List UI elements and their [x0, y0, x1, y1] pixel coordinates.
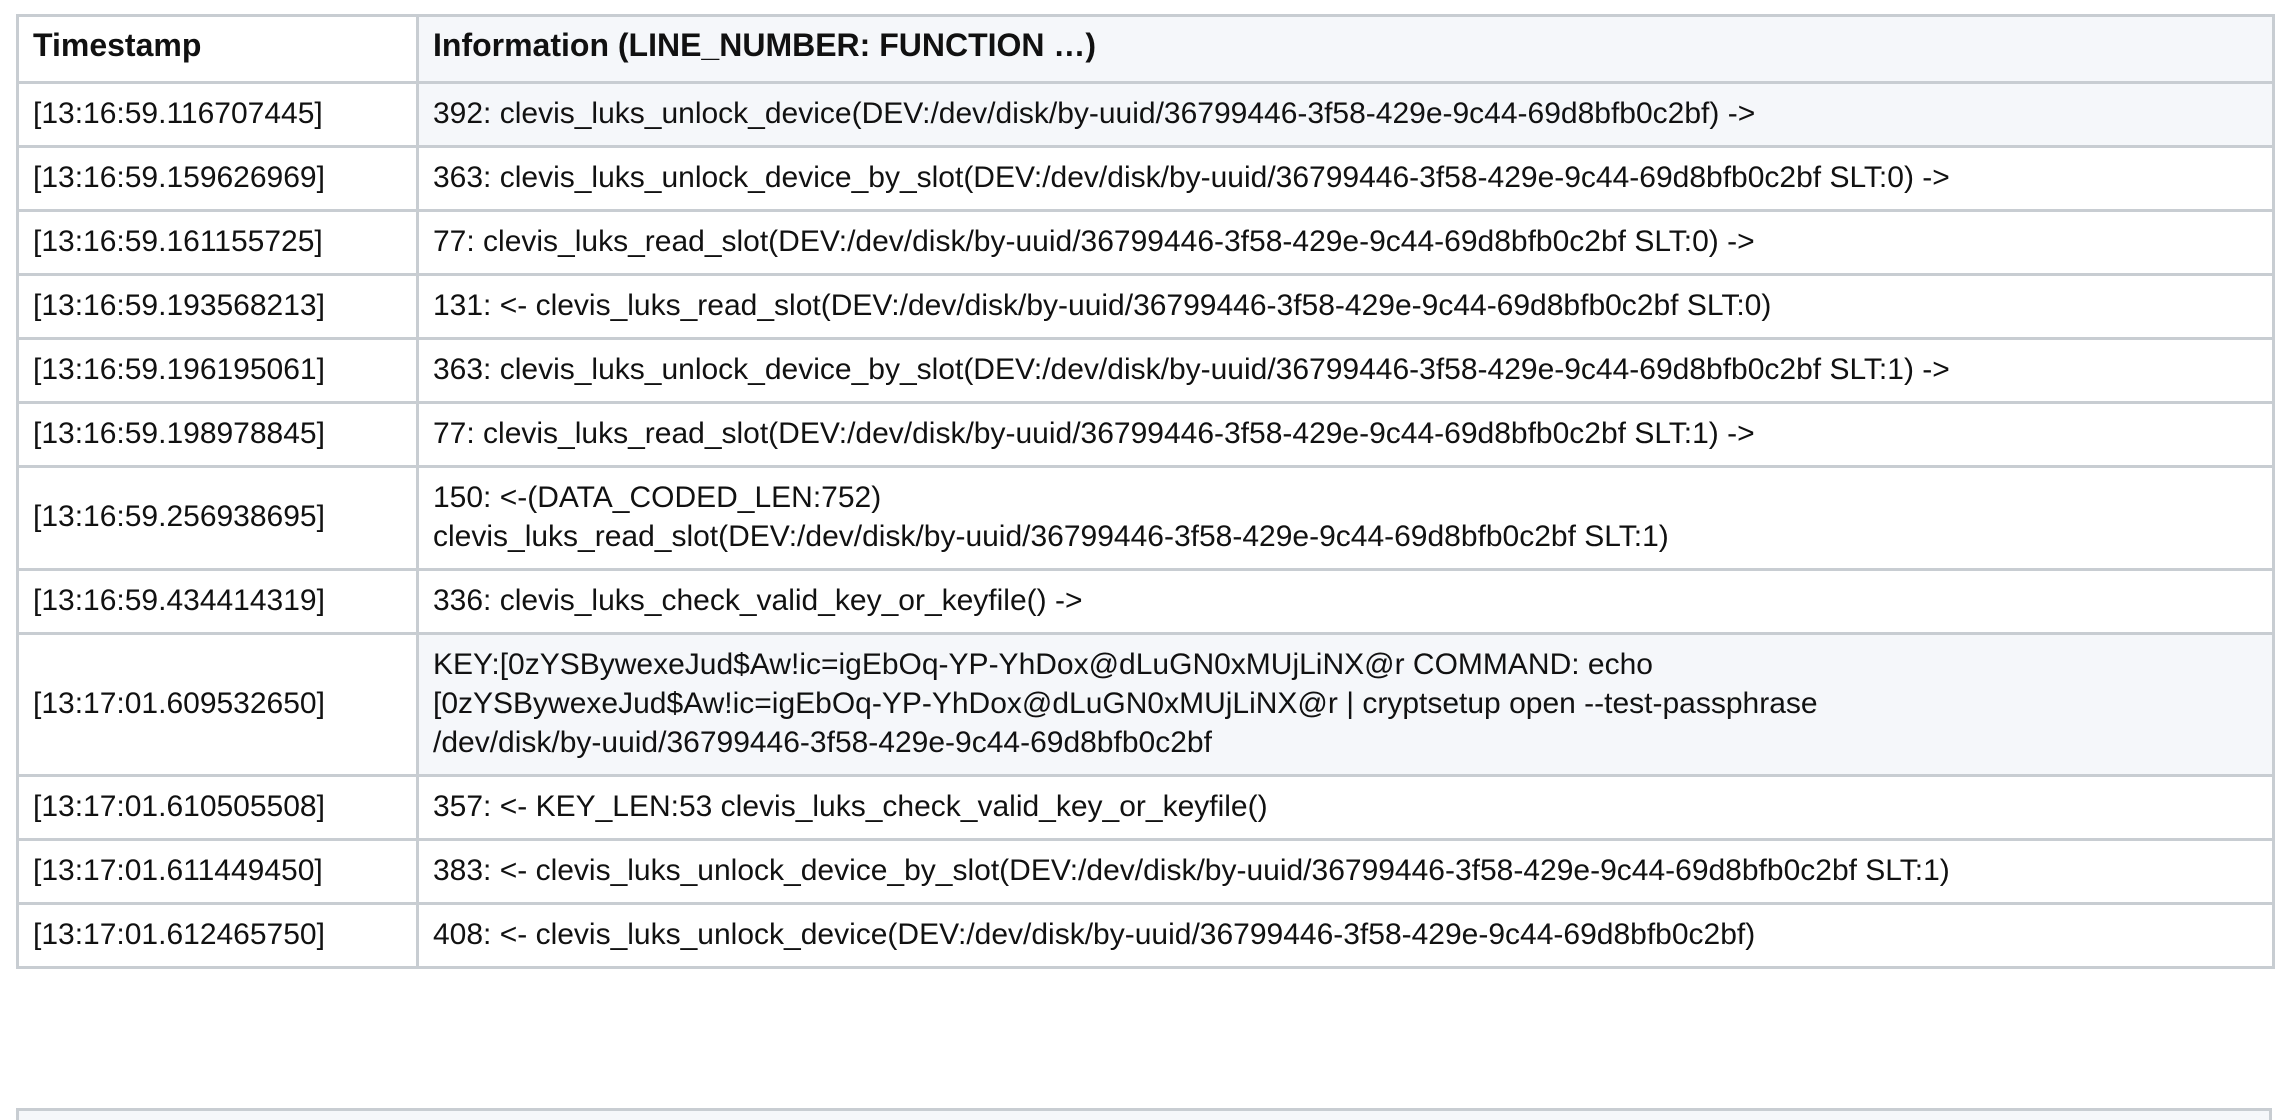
cell-information: 357: <- KEY_LEN:53 clevis_luks_check_val…: [417, 775, 2274, 841]
cell-information: 363: clevis_luks_unlock_device_by_slot(D…: [417, 338, 2274, 404]
cell-information: 77: clevis_luks_read_slot(DEV:/dev/disk/…: [417, 210, 2274, 276]
cell-timestamp: [13:17:01.612465750]: [17, 903, 419, 969]
table-row: [13:16:59.193568213]131: <- clevis_luks_…: [17, 274, 2274, 340]
cell-timestamp: [13:16:59.193568213]: [17, 274, 419, 340]
cell-timestamp: [13:17:01.611449450]: [17, 839, 419, 905]
table-row: [13:16:59.159626969]363: clevis_luks_unl…: [17, 146, 2274, 212]
cell-information: 383: <- clevis_luks_unlock_device_by_slo…: [417, 839, 2274, 905]
table-body: [13:16:59.116707445]392: clevis_luks_unl…: [17, 82, 2274, 969]
cell-information: KEY:[0zYSBywexeJud$Aw!ic=igEbOq-YP-YhDox…: [417, 633, 2274, 777]
cell-information: 408: <- clevis_luks_unlock_device(DEV:/d…: [417, 903, 2274, 969]
cell-timestamp: [13:16:59.256938695]: [17, 466, 419, 571]
table-row: [13:16:59.161155725]77: clevis_luks_read…: [17, 210, 2274, 276]
clevis-luks-trace-log-table: Timestamp Information (LINE_NUMBER: FUNC…: [16, 14, 2275, 969]
table-row: [13:17:01.612465750]408: <- clevis_luks_…: [17, 903, 2274, 969]
cell-information: 363: clevis_luks_unlock_device_by_slot(D…: [417, 146, 2274, 212]
cell-timestamp: [13:17:01.610505508]: [17, 775, 419, 841]
table-row: [13:16:59.256938695]150: <-(DATA_CODED_L…: [17, 466, 2274, 571]
cell-timestamp: [13:17:01.609532650]: [17, 633, 419, 777]
column-header-information: Information (LINE_NUMBER: FUNCTION …): [417, 15, 2274, 84]
cell-information: 392: clevis_luks_unlock_device(DEV:/dev/…: [417, 82, 2274, 148]
cell-timestamp: [13:16:59.159626969]: [17, 146, 419, 212]
log-table-container: Timestamp Information (LINE_NUMBER: FUNC…: [16, 14, 2275, 969]
table-row: [13:16:59.198978845]77: clevis_luks_read…: [17, 402, 2274, 468]
table-header-row: Timestamp Information (LINE_NUMBER: FUNC…: [17, 15, 2274, 84]
table-row: [13:16:59.116707445]392: clevis_luks_unl…: [17, 82, 2274, 148]
cell-timestamp: [13:16:59.116707445]: [17, 82, 419, 148]
column-header-timestamp: Timestamp: [17, 15, 419, 84]
table-row: [13:17:01.610505508]357: <- KEY_LEN:53 c…: [17, 775, 2274, 841]
cell-timestamp: [13:16:59.198978845]: [17, 402, 419, 468]
table-row: [13:16:59.434414319]336: clevis_luks_che…: [17, 569, 2274, 635]
cell-timestamp: [13:16:59.196195061]: [17, 338, 419, 404]
cell-information: 77: clevis_luks_read_slot(DEV:/dev/disk/…: [417, 402, 2274, 468]
cell-information: 336: clevis_luks_check_valid_key_or_keyf…: [417, 569, 2274, 635]
cell-timestamp: [13:16:59.161155725]: [17, 210, 419, 276]
table-header: Timestamp Information (LINE_NUMBER: FUNC…: [17, 15, 2274, 84]
cell-information: 150: <-(DATA_CODED_LEN:752) clevis_luks_…: [417, 466, 2274, 571]
table-row-partial-below-fold: [16, 1108, 2272, 1120]
table-row: [13:17:01.609532650]KEY:[0zYSBywexeJud$A…: [17, 633, 2274, 777]
table-row: [13:16:59.196195061]363: clevis_luks_unl…: [17, 338, 2274, 404]
cell-timestamp: [13:16:59.434414319]: [17, 569, 419, 635]
cell-information: 131: <- clevis_luks_read_slot(DEV:/dev/d…: [417, 274, 2274, 340]
table-row: [13:17:01.611449450]383: <- clevis_luks_…: [17, 839, 2274, 905]
